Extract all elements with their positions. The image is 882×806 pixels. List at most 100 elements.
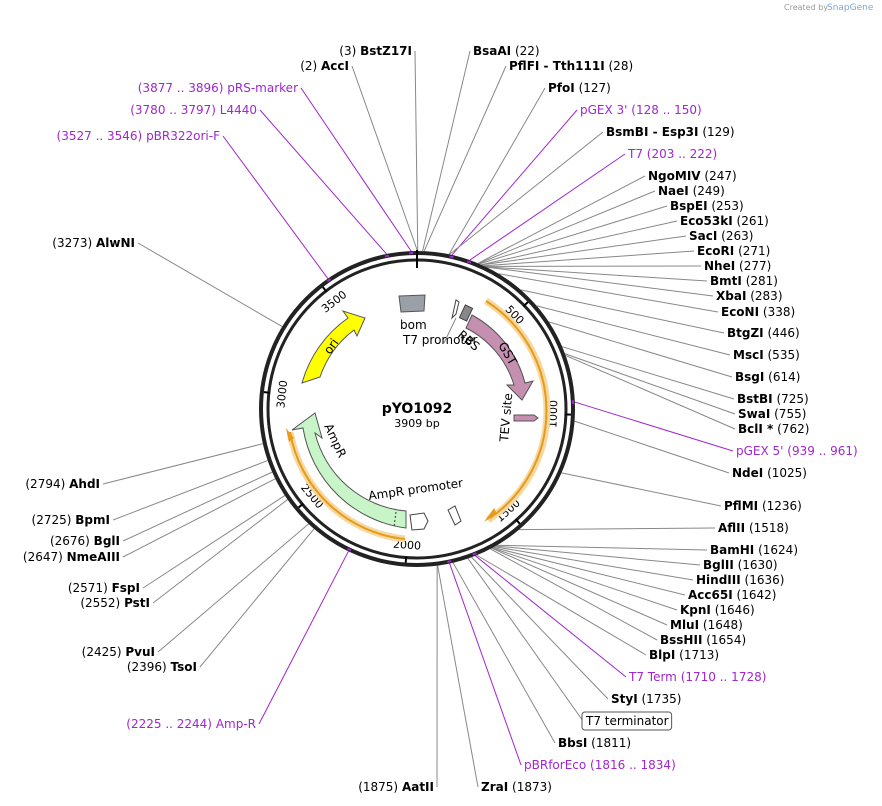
site-leader xyxy=(475,555,627,678)
site-label-zrai[interactable]: ZraI (1873) xyxy=(481,780,552,794)
site-label-pflmi[interactable]: PflMI (1236) xyxy=(724,499,802,513)
site-position: (1642) xyxy=(737,588,777,602)
ampr-promoter-feature xyxy=(409,512,429,531)
site-label-blpi[interactable]: BlpI (1713) xyxy=(649,648,719,662)
site-label-hindiii[interactable]: HindIII (1636) xyxy=(696,573,784,587)
site-leader xyxy=(449,563,522,766)
site-label-nhei[interactable]: NheI (277) xyxy=(704,259,771,273)
site-label-bsgi[interactable]: BsgI (614) xyxy=(735,370,800,384)
site-label-fspi[interactable]: (2571) FspI xyxy=(68,581,140,595)
site-label-bspei[interactable]: BspEI (253) xyxy=(670,199,744,213)
site-label-ndei[interactable]: NdeI (1025) xyxy=(732,466,807,480)
site-label-saci[interactable]: SacI (263) xyxy=(689,229,753,243)
site-label-pvui[interactable]: (2425) PvuI xyxy=(82,645,155,659)
site-label-pbr322ori-f[interactable]: (3527 .. 3546) pBR322ori-F xyxy=(57,129,221,143)
site-position: (263) xyxy=(721,229,753,243)
site-label-bpmi[interactable]: (2725) BpmI xyxy=(32,513,110,527)
site-label-bcli[interactable]: BclI * (762) xyxy=(738,422,809,436)
site-label-bglii[interactable]: BglII (1630) xyxy=(703,558,778,572)
site-label-pfoi[interactable]: PfoI (127) xyxy=(548,81,611,95)
site-name: AccI xyxy=(321,59,349,73)
site-label-bstbi[interactable]: BstBI (725) xyxy=(737,392,809,406)
site-label-pbrforeco[interactable]: pBRforEco (1816 .. 1834) xyxy=(524,758,676,772)
site-label-bsmbi-esp3i[interactable]: BsmBI - Esp3I (129) xyxy=(606,125,735,139)
site-leader xyxy=(449,131,604,255)
site-position: (203 .. 222) xyxy=(647,147,717,161)
site-label-pgex-5[interactable]: pGEX 5' (939 .. 961) xyxy=(736,444,858,458)
primer-marker xyxy=(447,560,452,564)
site-label-acc65i[interactable]: Acc65I (1642) xyxy=(688,588,776,602)
site-label-tsoi[interactable]: (2396) TsoI xyxy=(127,660,197,674)
site-name: PflMI xyxy=(724,499,758,513)
site-label-bsshii[interactable]: BssHII (1654) xyxy=(660,633,746,647)
site-label-bmti[interactable]: BmtI (281) xyxy=(710,274,778,288)
site-label-styi[interactable]: StyI (1735) xyxy=(611,692,681,706)
site-name: BstZ17I xyxy=(360,44,412,58)
site-label-amp-r[interactable]: (2225 .. 2244) Amp-R xyxy=(126,717,256,731)
site-label-naei[interactable]: NaeI (249) xyxy=(658,184,725,198)
site-label-pflfi-tth111i[interactable]: PflFI - Tth111I (28) xyxy=(509,59,633,73)
site-leader xyxy=(574,401,734,452)
site-label-ecori[interactable]: EcoRI (271) xyxy=(697,244,770,258)
site-label-bstz17i[interactable]: (3) BstZ17I xyxy=(339,44,412,58)
primer-marker xyxy=(326,278,332,283)
site-label-ngomiv[interactable]: NgoMIV (247) xyxy=(648,169,737,183)
site-label-t7-term[interactable]: T7 Term (1710 .. 1728) xyxy=(628,670,766,684)
site-label-btgzi[interactable]: BtgZI (446) xyxy=(727,326,800,340)
site-label-xbai[interactable]: XbaI (283) xyxy=(716,289,783,303)
site-leader xyxy=(157,523,309,653)
site-position: (261) xyxy=(737,214,769,228)
site-label-swai[interactable]: SwaI (755) xyxy=(738,407,806,421)
site-leader xyxy=(485,266,708,282)
primer-marker xyxy=(384,254,390,258)
site-leader xyxy=(448,87,546,255)
site-name: BspEI xyxy=(670,199,708,213)
primer-marker xyxy=(347,547,352,552)
site-label-aatii[interactable]: (1875) AatII xyxy=(358,780,434,794)
site-position: (446) xyxy=(767,326,799,340)
site-label-alwni[interactable]: (3273) AlwNI xyxy=(52,236,135,250)
site-name: pGEX 3' xyxy=(580,103,627,117)
site-position: (1811) xyxy=(591,736,631,750)
tick-mark xyxy=(297,502,304,509)
site-position: (535) xyxy=(768,348,800,362)
site-label-psti[interactable]: (2552) PstI xyxy=(80,596,150,610)
site-label-t7-terminator[interactable]: T7 terminator xyxy=(585,714,669,728)
site-leader xyxy=(518,527,716,531)
site-position: (755) xyxy=(774,407,806,421)
site-name: EcoRI xyxy=(697,244,734,258)
ampr-label: AmpR xyxy=(321,421,349,459)
site-label-pgex-3[interactable]: pGEX 3' (128 .. 150) xyxy=(580,103,702,117)
site-label-mlui[interactable]: MluI (1648) xyxy=(670,618,743,632)
site-position: (1648) xyxy=(703,618,743,632)
site-name: BstBI xyxy=(737,392,773,406)
tick-mark xyxy=(263,391,270,394)
site-leader xyxy=(520,289,725,334)
site-label-t7[interactable]: T7 (203 .. 222) xyxy=(627,147,717,161)
credit-prefix: Created by xyxy=(784,3,828,12)
site-label-prs-marker[interactable]: (3877 .. 3896) pRS-marker xyxy=(138,81,298,95)
site-position: (1875) xyxy=(358,780,398,794)
site-label-bsaai[interactable]: BsaAI (22) xyxy=(473,44,540,58)
site-label-nmeaiii[interactable]: (2647) NmeAIII xyxy=(23,550,120,564)
site-label-eco53ki[interactable]: Eco53kI (261) xyxy=(680,214,769,228)
snapgene-credit: Created by SnapGene xyxy=(784,3,874,13)
site-name: AatII xyxy=(402,780,434,794)
site-leader xyxy=(469,153,626,261)
site-label-acci[interactable]: (2) AccI xyxy=(300,59,349,73)
site-name: AflII xyxy=(718,521,745,535)
site-leader xyxy=(491,547,668,626)
site-name: T7 Term xyxy=(628,670,677,684)
site-label-l4440[interactable]: (3780 .. 3797) L4440 xyxy=(130,103,257,117)
site-label-bamhi[interactable]: BamHI (1624) xyxy=(710,543,798,557)
site-label-bbsi[interactable]: BbsI (1811) xyxy=(558,736,631,750)
site-label-aflii[interactable]: AflII (1518) xyxy=(718,521,789,535)
site-label-ahdi[interactable]: (2794) AhdI xyxy=(25,477,100,491)
site-name: MscI xyxy=(733,348,764,362)
plasmid-name: pYO1092 xyxy=(382,401,453,417)
site-label-msci[interactable]: MscI (535) xyxy=(733,348,800,362)
site-label-econi[interactable]: EcoNI (338) xyxy=(721,305,795,319)
site-label-kpni[interactable]: KpnI (1646) xyxy=(680,603,755,617)
site-label-bgli[interactable]: (2676) BglI xyxy=(50,534,120,548)
